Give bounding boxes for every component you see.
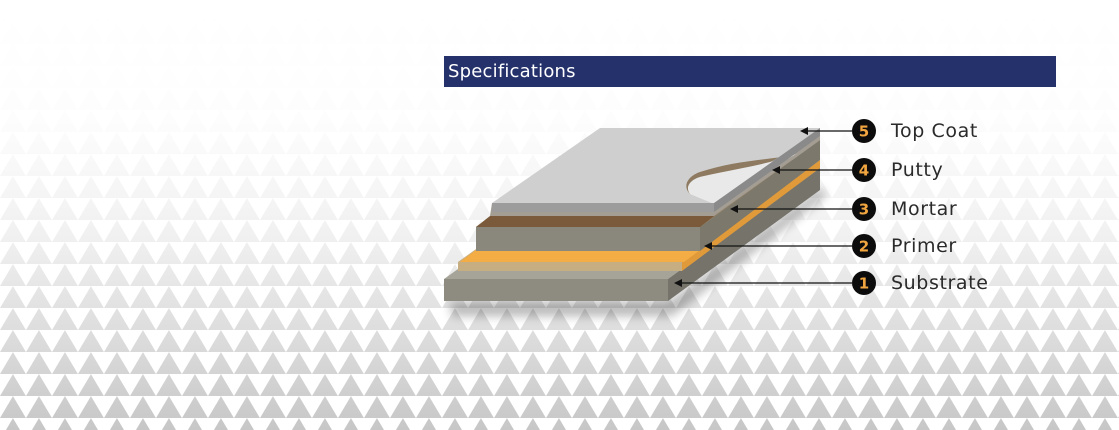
number-badge [852,271,876,295]
badge-number: 4 [859,162,869,180]
arrowhead-putty [772,166,780,174]
specifications-title: Specifications [444,56,1056,87]
leader-arrowheads [674,127,808,287]
leader-lines [678,130,852,284]
number-badge [852,158,876,182]
layer-label-substrate: Substrate [891,272,989,294]
layer-label-putty: Putty [891,159,943,181]
top-coat-layer [492,128,820,212]
layer-label-mortar: Mortar [891,198,957,220]
arrowhead-mortar [730,205,738,213]
number-badge [852,197,876,221]
arrowhead-top-coat [800,127,808,135]
diagram-shadow [450,188,826,316]
badge-number: 3 [859,201,869,219]
layer-callout-top-coat: 5 Top Coat [852,119,978,143]
layer-callout-primer: 2 Primer [852,234,957,258]
number-badge [852,234,876,258]
arrowhead-primer [704,242,712,250]
number-badge [852,119,876,143]
layer-callout-substrate: 1 Substrate [852,271,989,295]
badge-number: 5 [859,123,869,141]
layer-label-primer: Primer [891,235,957,257]
layer-callout-putty: 4 Putty [852,158,943,182]
layer-label-top-coat: Top Coat [890,120,978,142]
arrowhead-substrate [674,279,682,287]
putty-layer [490,133,820,216]
badge-number: 1 [859,275,869,293]
layer-callout-mortar: 3 Mortar [852,197,957,221]
badge-number: 2 [859,238,869,256]
